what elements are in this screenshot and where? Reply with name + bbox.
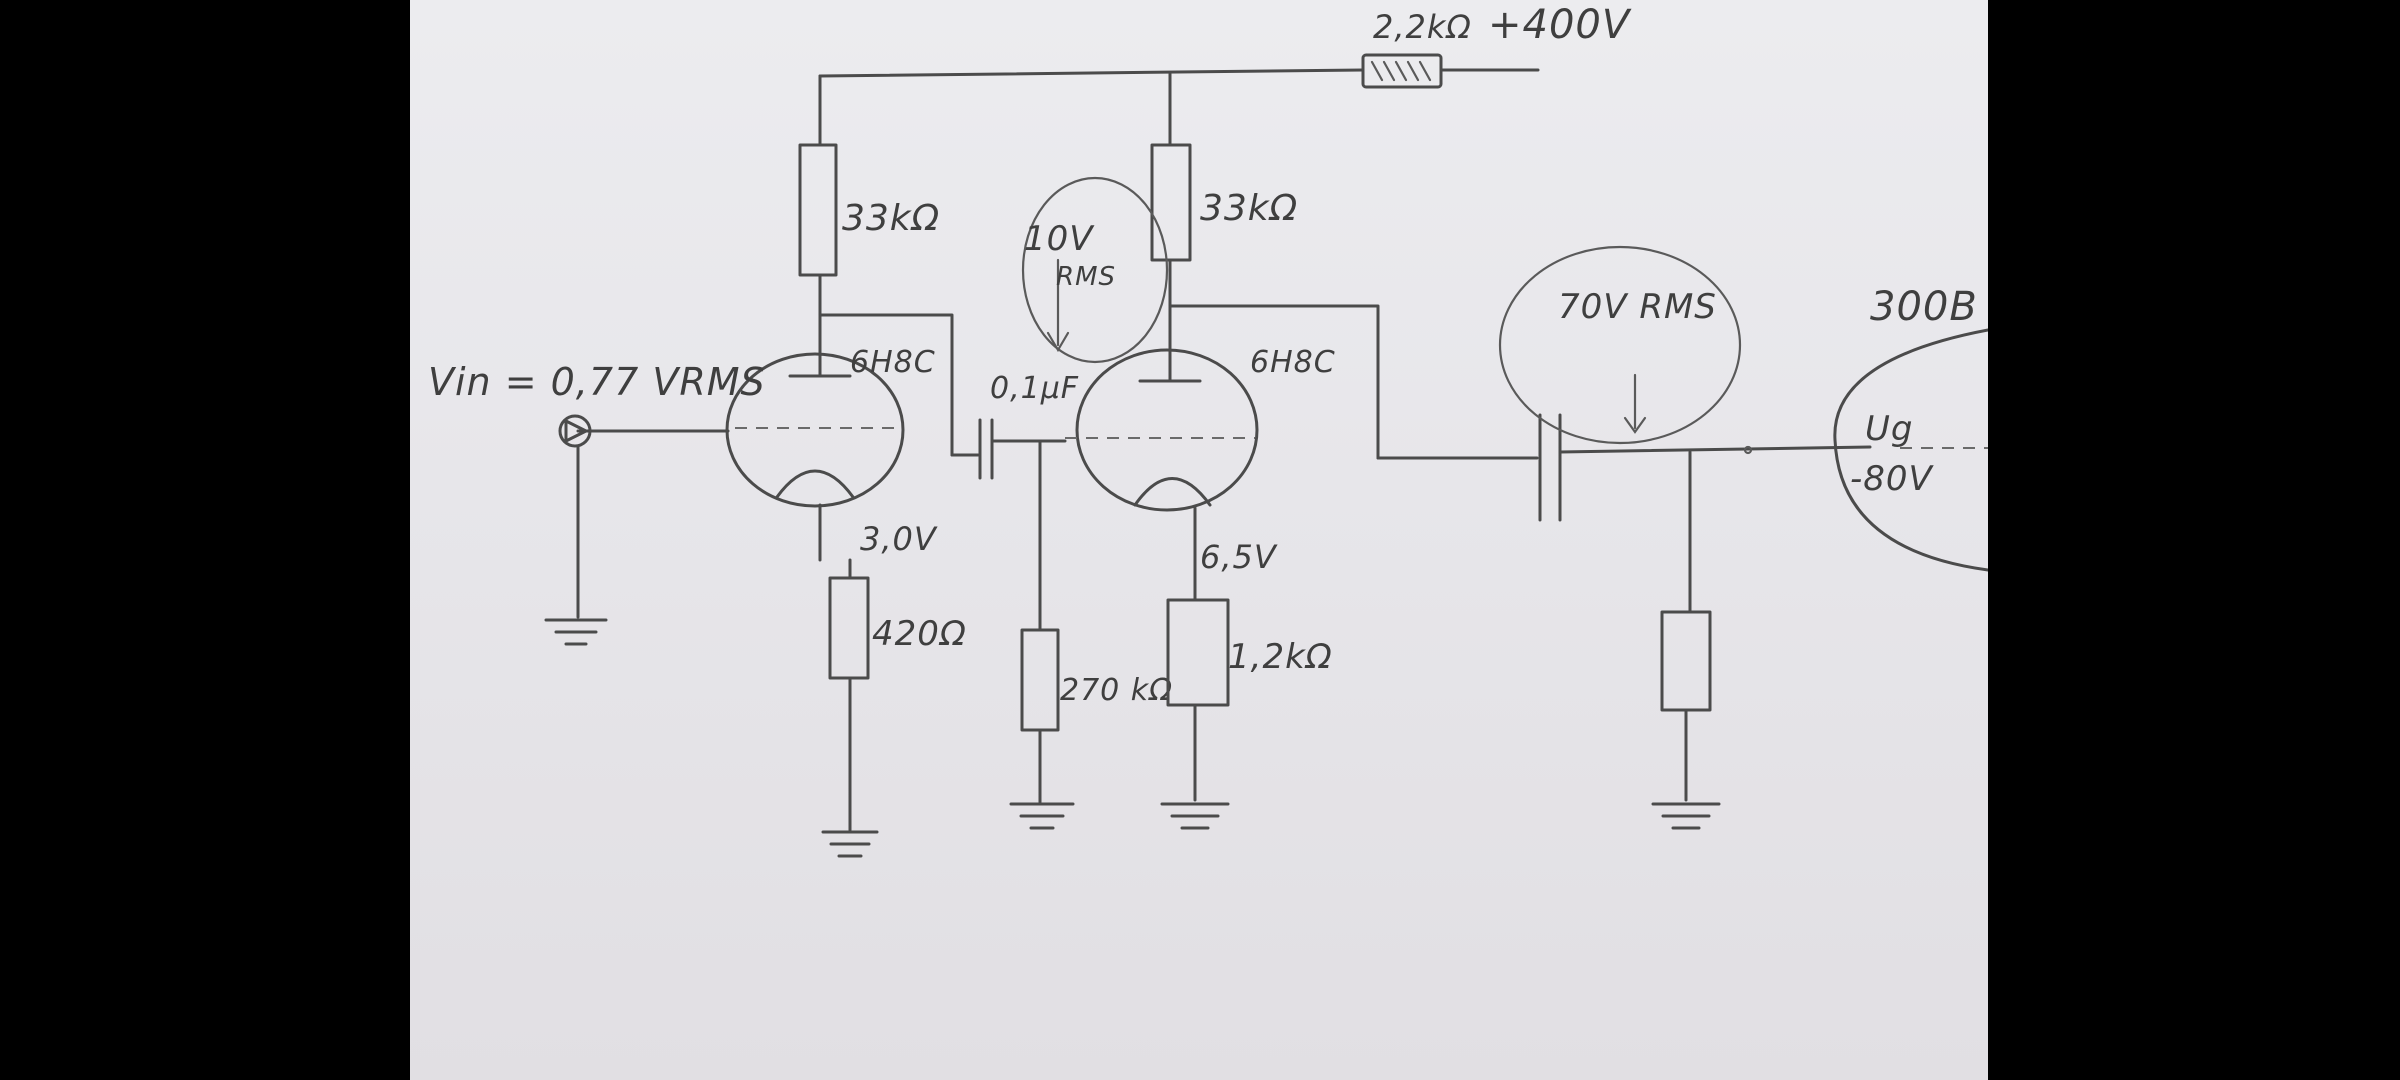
- stage1-cathode-resistor-label: 420Ω: [872, 614, 967, 654]
- stage2-cathode: [1160, 598, 1230, 830]
- stage1-anode-resistor-label: 33kΩ: [842, 198, 940, 239]
- grid-bias-name: Ug: [1865, 409, 1913, 449]
- stage2-cathode-resistor-label: 1,2kΩ: [1228, 637, 1333, 677]
- tube-amplifier-schematic: 2,2kΩ +400V 33kΩ 6H8C: [428, 2, 1988, 858]
- output-signal-label: 70V RMS: [1558, 287, 1717, 327]
- coupling-capacitor: [950, 418, 1067, 480]
- grid-bias-value: -80V: [1850, 459, 1935, 499]
- supply-voltage-label: +400V: [1488, 2, 1632, 48]
- stage2-signal-note: [1021, 176, 1169, 364]
- stage2-cathode-voltage-label: 6,5V: [1200, 538, 1278, 576]
- stage1-cathode: [821, 558, 879, 858]
- power-tube-label: 300B: [1870, 284, 1978, 330]
- output-coupling: [1376, 413, 1872, 830]
- output-signal-note: [1498, 245, 1742, 445]
- stage1-tube: [725, 313, 954, 562]
- stage2-signal-value: 10V: [1024, 219, 1095, 259]
- stage2-signal-unit: RMS: [1056, 262, 1116, 292]
- stage1-cathode-voltage-label: 3,0V: [860, 520, 938, 558]
- schematic-photo: 2,2kΩ +400V 33kΩ 6H8C: [410, 0, 1988, 1080]
- stage1-tube-label: 6H8C: [850, 345, 936, 380]
- power-tube: [1833, 328, 1988, 572]
- grid-resistor: [1009, 439, 1075, 830]
- stage2-anode-resistor-label: 33kΩ: [1200, 188, 1298, 229]
- stage1-anode-resistor: [798, 143, 838, 317]
- supply-resistor-label: 2,2kΩ: [1373, 8, 1472, 46]
- stage2-tube: [1065, 304, 1380, 602]
- supply-rail: [818, 68, 1540, 147]
- grid-resistor-label: 270 kΩ: [1060, 673, 1173, 708]
- stage2-tube-label: 6H8C: [1250, 345, 1336, 380]
- input-source: [544, 414, 730, 646]
- supply-resistor: [1361, 53, 1443, 89]
- input-voltage-label: Vin = 0,77 VRMS: [428, 360, 766, 404]
- coupling-capacitor-label: 0,1μF: [990, 371, 1079, 406]
